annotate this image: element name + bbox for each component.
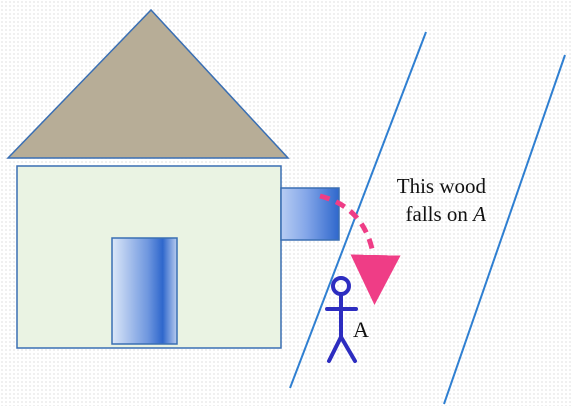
person-label: A (353, 317, 369, 342)
person-head (331, 276, 351, 296)
person-right-leg (339, 335, 357, 363)
stick-figure-icon (325, 276, 358, 363)
annotation-line-1: This wood (396, 174, 486, 198)
house-door (111, 237, 178, 345)
annotation-line-2-prefix: falls on (405, 202, 474, 226)
falling-wood-annotation: This wood falls on A (356, 172, 486, 228)
person-left-leg (327, 335, 343, 363)
falling-wood-piece (280, 187, 340, 241)
house-icon (6, 8, 340, 349)
house-roof (6, 8, 290, 159)
slant-line-left (289, 31, 427, 389)
slant-line-right (443, 54, 566, 405)
annotation-line-2: falls on A (356, 200, 486, 228)
annotation-variable-a: A (473, 202, 486, 226)
